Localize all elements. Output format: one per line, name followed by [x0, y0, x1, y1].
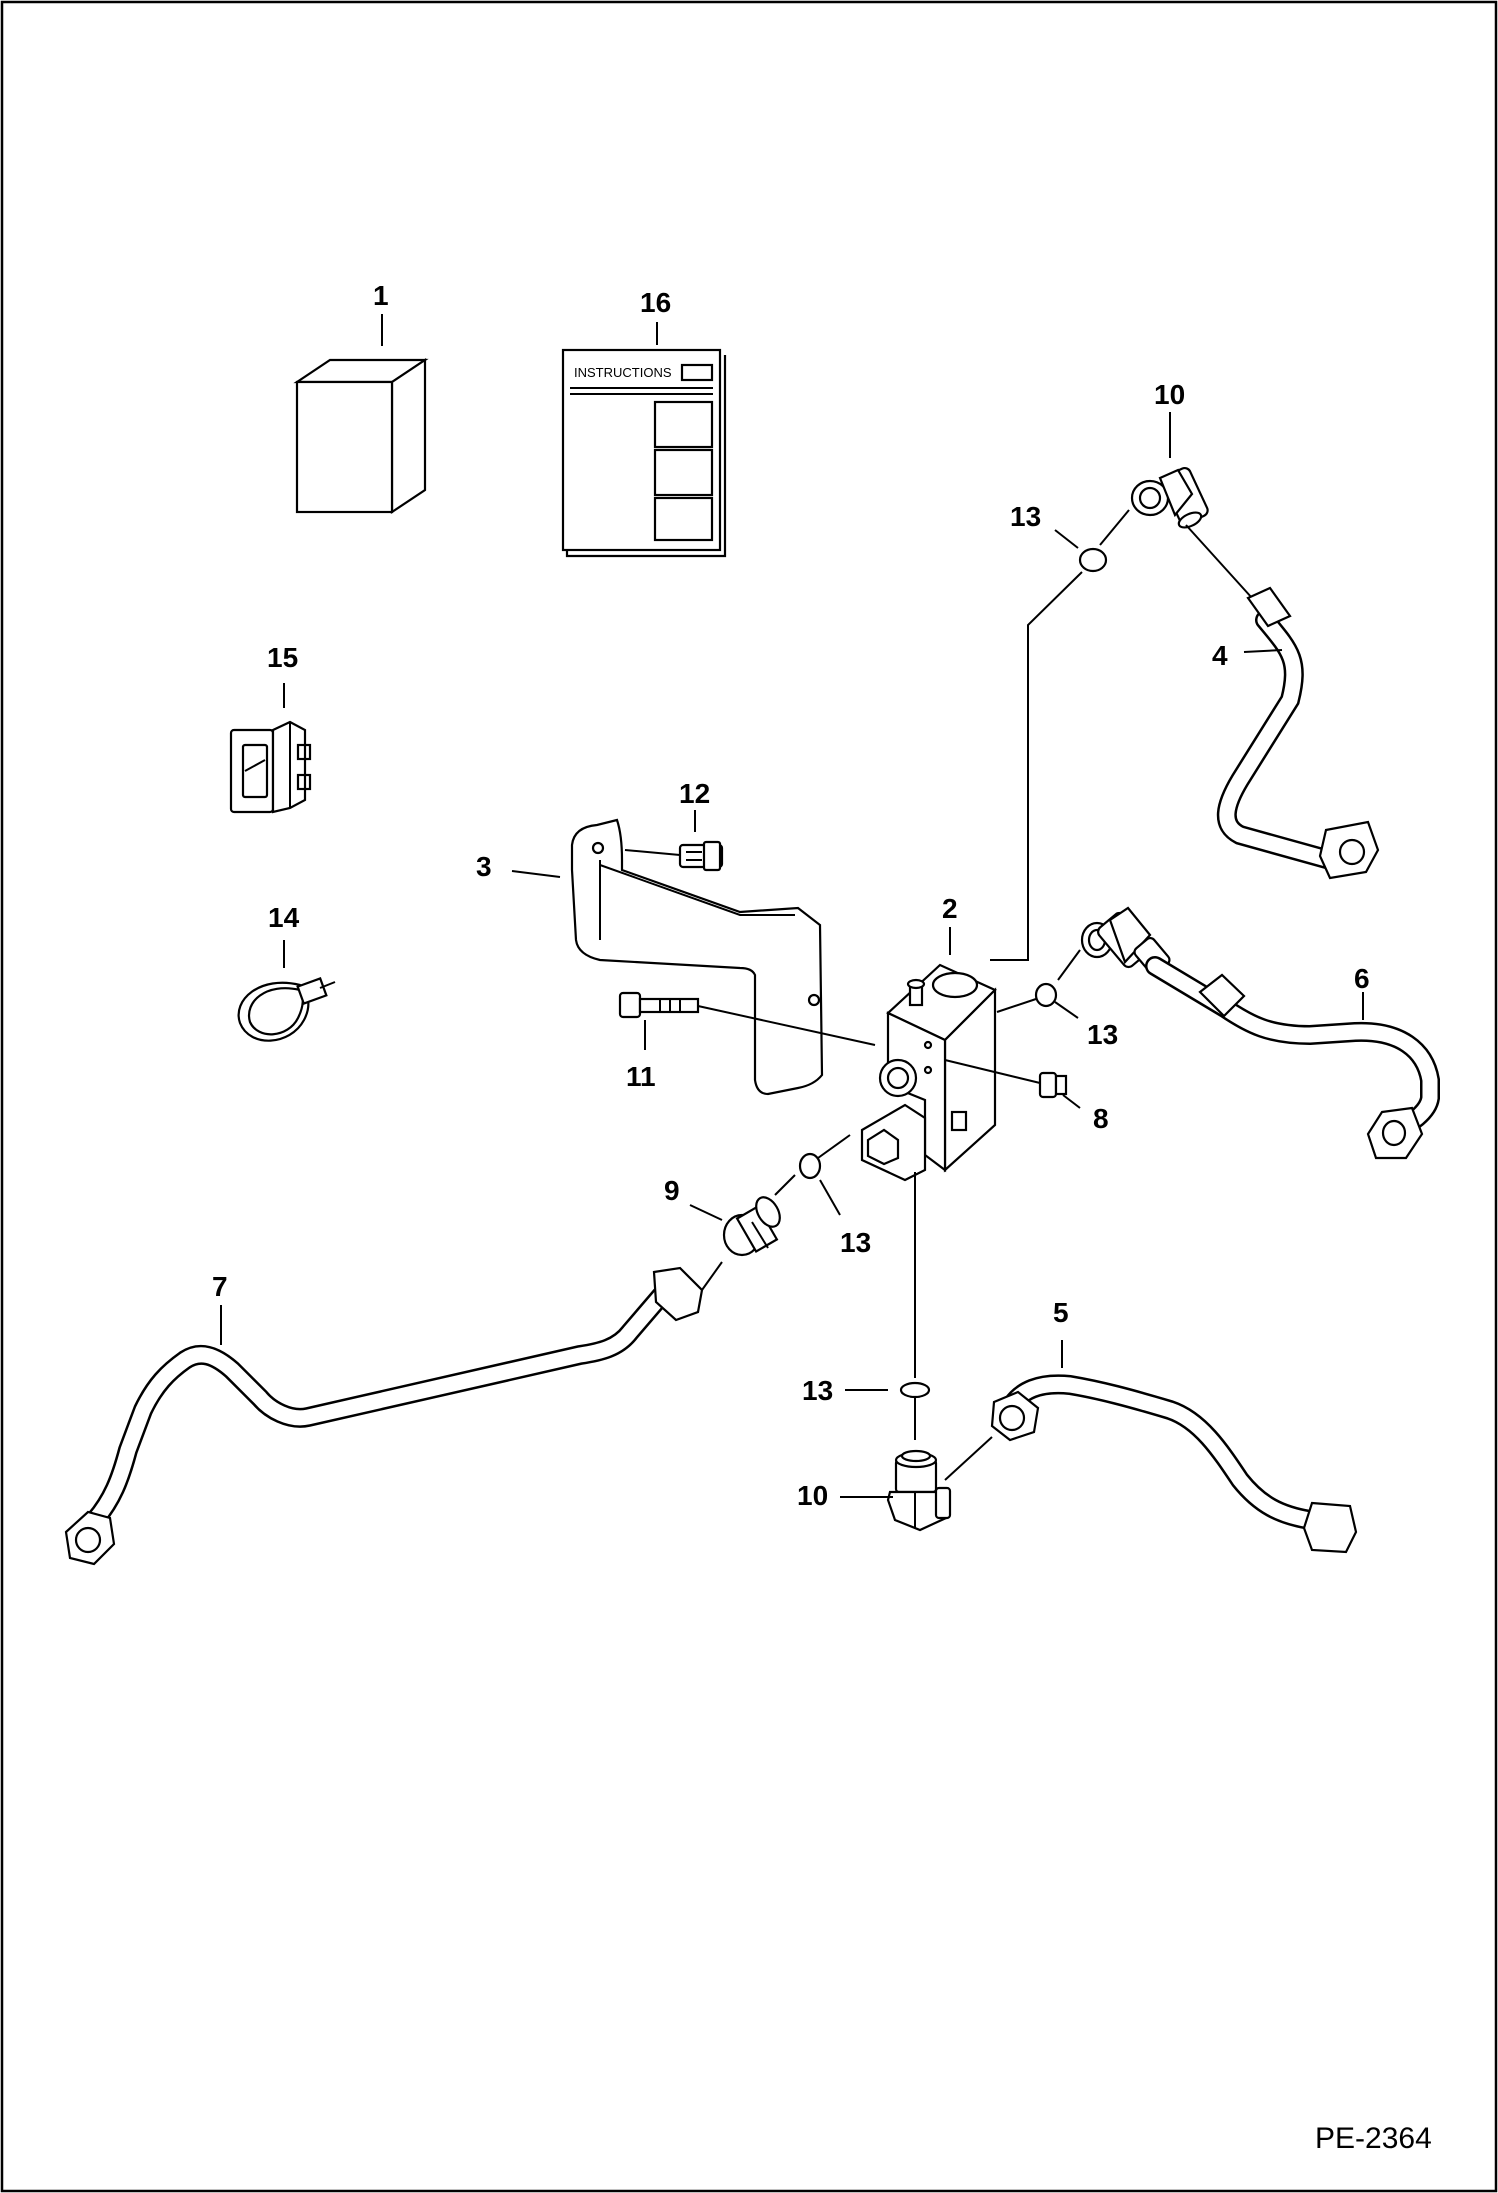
- part-11-long-bolt: [618, 991, 700, 1019]
- leader-3: [511, 870, 561, 878]
- callout-12: 12: [679, 778, 710, 809]
- callout-8: 8: [1093, 1103, 1109, 1134]
- fitting-10-ring-link: [1099, 509, 1130, 546]
- instructions-label: INSTRUCTIONS: [574, 365, 672, 380]
- callout-4: 4: [1212, 640, 1228, 671]
- part-13-o-ring-lower: [899, 1381, 931, 1399]
- callout-1: 1: [373, 280, 389, 311]
- center-line-adapter: [774, 1174, 796, 1196]
- bolt-12-axis: [624, 849, 681, 856]
- fitting-6-ring-link: [1057, 949, 1081, 981]
- part-10-elbow-fitting-upper: [1130, 466, 1209, 529]
- part-6-tube: [1145, 956, 1440, 1160]
- part-14-cable-tie: [237, 977, 336, 1042]
- part-13-o-ring-upper: [1078, 547, 1108, 573]
- part-16-instruction-sheet: INSTRUCTIONS: [561, 348, 727, 558]
- part-4-tube: [1216, 586, 1380, 880]
- callout-10-lower: 10: [797, 1480, 828, 1511]
- callout-3: 3: [476, 851, 492, 882]
- document-reference: PE-2364: [1315, 2122, 1432, 2155]
- center-line-left: [817, 1134, 851, 1159]
- part-8-plug: [1038, 1071, 1068, 1099]
- callout-14: 14: [268, 902, 300, 933]
- callout-13-right: 13: [1087, 1019, 1118, 1050]
- part-15-rocker-switch: [229, 720, 312, 814]
- part-7-tube: [64, 1261, 723, 1566]
- part-12-bolt: [678, 840, 724, 872]
- part-2-valve-block: [860, 963, 997, 1182]
- callout-11: 11: [626, 1061, 656, 1092]
- part-13-o-ring-left: [798, 1152, 822, 1180]
- part-13-o-ring-right: [1034, 982, 1058, 1008]
- bolt-11-axis: [697, 1005, 876, 1046]
- callout-6: 6: [1354, 963, 1370, 994]
- callout-9: 9: [664, 1175, 680, 1206]
- part-10-elbow-fitting-lower: [886, 1449, 952, 1532]
- callout-5: 5: [1053, 1297, 1069, 1328]
- part-5-tube: [990, 1374, 1358, 1554]
- fitting-10-tube-link: [1185, 524, 1253, 599]
- leader-13-right: [1054, 1001, 1079, 1019]
- fitting-10-lower-link: [944, 1436, 993, 1481]
- leader-13-left: [819, 1179, 841, 1216]
- part-3-mounting-bracket: [570, 818, 824, 1096]
- callout-13-left: 13: [840, 1227, 871, 1258]
- callout-15: 15: [267, 642, 298, 673]
- callout-13-upper: 13: [1010, 501, 1041, 532]
- center-line-upper: [990, 571, 1083, 961]
- part-1-box: [293, 357, 429, 515]
- plug-8-axis: [944, 1059, 1041, 1084]
- callout-16: 16: [640, 287, 671, 318]
- callout-7: 7: [212, 1271, 228, 1302]
- callout-2: 2: [942, 893, 958, 924]
- leader-13-upper: [1054, 529, 1079, 549]
- part-9-adapter: [722, 1196, 781, 1257]
- leader-4: [1243, 649, 1283, 653]
- callout-13-lower: 13: [802, 1375, 833, 1406]
- leader-9: [689, 1204, 723, 1221]
- leader-8: [1062, 1094, 1081, 1109]
- center-line-right: [996, 998, 1037, 1013]
- callout-10-upper: 10: [1154, 379, 1185, 410]
